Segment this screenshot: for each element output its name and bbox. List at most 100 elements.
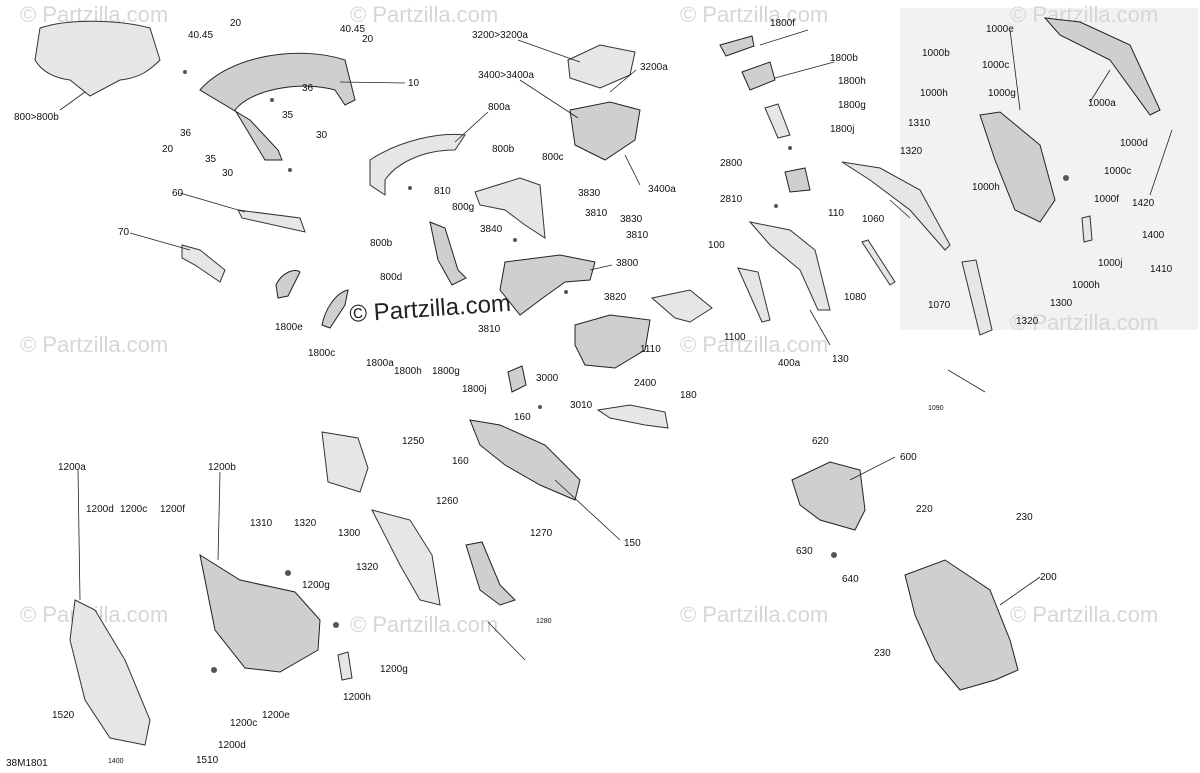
leader-line	[454, 111, 489, 143]
callout-label: 1800g	[432, 366, 460, 377]
callout-label: 130	[832, 354, 849, 365]
callout-label: 3810	[478, 324, 501, 335]
callout-label: 1090	[928, 405, 944, 412]
callout-label: 70	[118, 227, 130, 238]
callout-label: 110	[828, 208, 844, 219]
fastener	[408, 186, 412, 190]
part-headlight-2400	[574, 314, 651, 369]
callout-label: 230	[1016, 512, 1033, 523]
fastener	[774, 204, 778, 208]
leader-line	[554, 479, 621, 541]
callout-label: 3820	[604, 292, 627, 303]
callout-label: 1300	[1050, 298, 1073, 309]
callout-label: 3400>3400a	[478, 70, 534, 81]
fastener	[333, 622, 339, 628]
callout-label: 1270	[530, 528, 553, 539]
callout-label: 1300	[338, 528, 361, 539]
callout-label: 40.45	[188, 30, 213, 41]
callout-label: 1070	[928, 300, 951, 311]
part-180	[596, 404, 669, 429]
part-1800f	[719, 35, 755, 57]
callout-label: 1310	[250, 518, 273, 529]
fastener	[211, 667, 217, 673]
callout-label: 1200c	[120, 504, 147, 515]
part-1100	[650, 289, 713, 323]
callout-label: 1320	[356, 562, 379, 573]
fastener	[1063, 175, 1069, 181]
callout-label: 1320	[1016, 316, 1039, 327]
part-2800	[784, 167, 811, 193]
leader-line	[77, 469, 81, 601]
callout-label: 1320	[294, 518, 317, 529]
callout-label: 1200c	[230, 718, 257, 729]
callout-label: 1410	[1150, 264, 1173, 275]
leader-line	[889, 199, 911, 219]
part-front-cowl	[199, 52, 356, 161]
callout-label: 620	[812, 436, 829, 447]
callout-label: 1000b	[922, 48, 950, 59]
part-1800e	[275, 270, 301, 299]
fastener	[183, 70, 187, 74]
watermark: © Partzilla.com	[350, 2, 498, 27]
callout-label: 800d	[380, 272, 402, 283]
leader-line	[589, 264, 613, 271]
callout-label: 60	[172, 188, 184, 199]
callout-label: 220	[916, 504, 933, 515]
leader-lines	[59, 29, 1173, 661]
callout-label: 150	[624, 538, 641, 549]
callout-label: 1200d	[218, 740, 246, 751]
callout-label: 1000c	[1104, 166, 1131, 177]
callout-label: 200	[1040, 572, 1057, 583]
part-windshield	[34, 20, 161, 97]
callout-label: 1510	[196, 755, 219, 766]
callout-label: 800>800b	[14, 112, 59, 123]
callout-label: 1100	[724, 332, 746, 343]
watermark: © Partzilla.com	[1010, 602, 1158, 627]
callout-label: 36	[302, 83, 314, 94]
part-1800b	[741, 61, 776, 91]
callout-label: 40.45	[340, 24, 365, 35]
leader-line	[849, 456, 896, 481]
callout-label: 3810	[626, 230, 649, 241]
callout-label: 800g	[452, 202, 474, 213]
part-800a	[369, 133, 466, 196]
callout-label: 35	[205, 154, 217, 165]
leader-line	[487, 621, 526, 661]
callout-label: 1800g	[838, 100, 866, 111]
callout-label: 800b	[492, 144, 515, 155]
callout-label: 1800e	[275, 322, 303, 333]
callout-label: 3000	[536, 373, 559, 384]
callout-label: 1080	[844, 292, 867, 303]
callout-label: 1060	[862, 214, 885, 225]
callout-label: 1200b	[208, 462, 236, 473]
leader-line	[1009, 29, 1021, 111]
callout-label: 3800	[616, 258, 639, 269]
callout-label: 1200a	[58, 462, 86, 473]
callout-label: 1200f	[160, 504, 185, 515]
callout-label: 10	[408, 78, 420, 89]
callout-label: 20	[162, 144, 174, 155]
leader-line	[339, 81, 406, 84]
leader-line	[947, 369, 986, 393]
leader-line	[517, 39, 581, 63]
callout-label: 3810	[585, 208, 608, 219]
callout-labels: 800>800b 40.45 20 40.45 20 10 36 35 30 3…	[14, 18, 1173, 766]
part-1000a	[1043, 17, 1161, 116]
callout-label: 1800c	[308, 348, 335, 359]
callout-label: 1200d	[86, 504, 114, 515]
part-1000b	[979, 111, 1056, 223]
leader-line	[179, 192, 246, 213]
leader-line	[59, 91, 86, 111]
callout-label: 1110	[640, 344, 661, 355]
callout-label: 3830	[620, 214, 643, 225]
leader-line	[519, 79, 579, 119]
watermarks: © Partzilla.com © Partzilla.com © Partzi…	[20, 2, 1158, 637]
callout-label: 1800h	[838, 76, 866, 87]
callout-label: 1000f	[1094, 194, 1119, 205]
callout-label: 1000a	[1088, 98, 1116, 109]
callout-label: 30	[316, 130, 328, 141]
callout-label: 1200h	[343, 692, 371, 703]
callout-label: 30	[222, 168, 234, 179]
watermark: © Partzilla.com	[20, 332, 168, 357]
